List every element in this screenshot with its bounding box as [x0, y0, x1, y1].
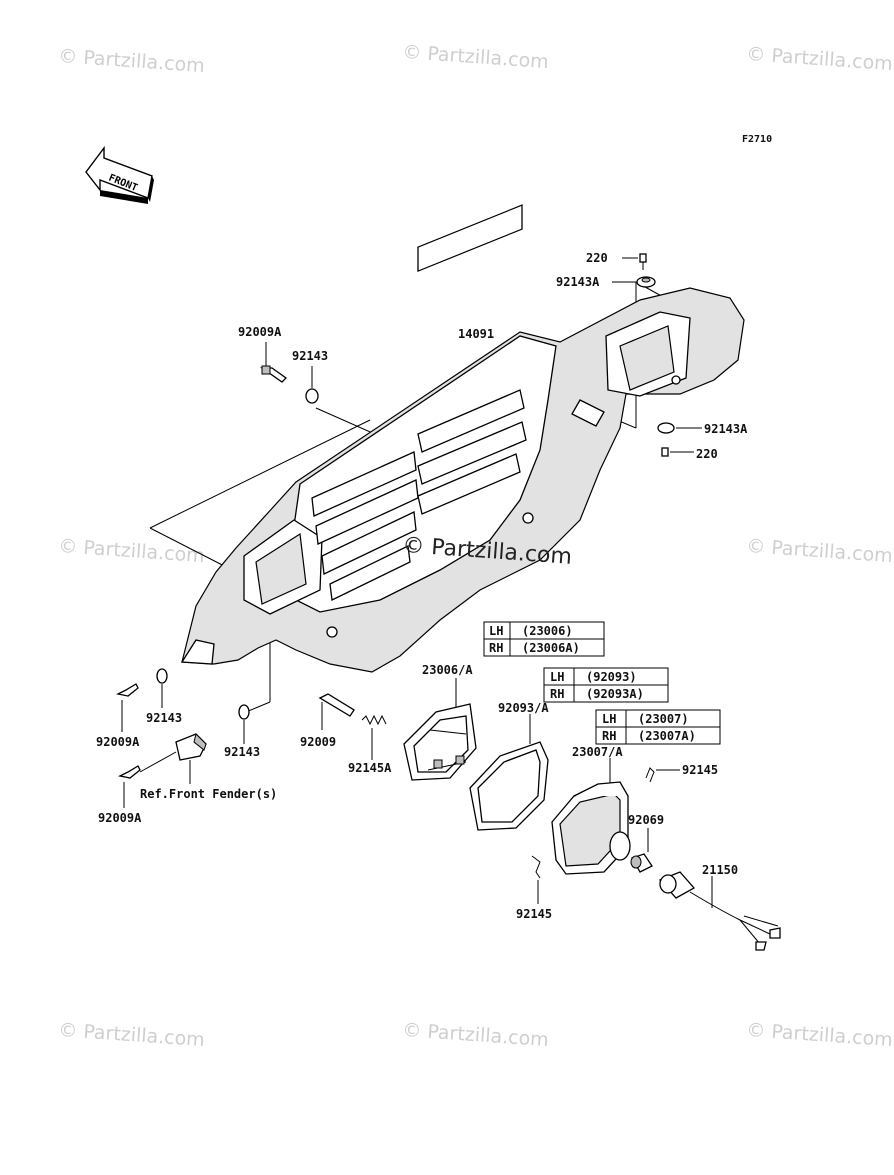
watermark: © Partzilla.com: [58, 1019, 206, 1051]
label-92145-bottom: 92145: [516, 907, 552, 921]
bolt-92009: [318, 693, 355, 730]
watermark: © Partzilla.com: [58, 45, 206, 77]
label-21150: 21150: [702, 863, 738, 877]
label-92145-right: 92145: [682, 763, 718, 777]
table-23006-lh-label: LH: [489, 624, 503, 638]
bulb-92069: [630, 828, 653, 873]
label-92009A-top: 92009A: [238, 325, 282, 339]
table-23007-rh-value: (23007A): [638, 729, 696, 743]
bolt-92009A-mid: [116, 683, 139, 732]
headlight-frame-23006A: [403, 678, 477, 781]
grommet-92143A-mid: [657, 422, 702, 434]
label-ref-front-fender: Ref.Front Fender(s): [140, 787, 277, 801]
table-92093-lh-value: (92093): [586, 670, 637, 684]
watermark: © Partzilla.com: [402, 1019, 550, 1051]
grommet-92143A-top: [612, 276, 656, 288]
washer-92143-left: [156, 668, 168, 708]
label-92143A-top: 92143A: [556, 275, 600, 289]
watermark: © Partzilla.com: [746, 1019, 894, 1051]
label-92009A-bottom: 92009A: [98, 811, 142, 825]
watermark: © Partzilla.com: [58, 535, 206, 567]
label-23007A: 23007/A: [572, 745, 623, 759]
label-23006A: 23006/A: [422, 663, 473, 677]
label-14091: 14091: [458, 327, 494, 341]
washer-92143-top: [305, 366, 319, 404]
label-92143-left: 92143: [146, 711, 182, 725]
table-92093: LH (92093) RH (92093A): [543, 667, 669, 703]
table-92093-rh-label: RH: [550, 687, 564, 701]
front-arrow-icon: FRONT: [85, 145, 154, 204]
watermark: © Partzilla.com: [746, 535, 894, 567]
part-labels: 220 92143A 14091 92009A 92143 92143A 220…: [96, 251, 748, 921]
bolt-220-top: [622, 253, 647, 270]
spring-92145A: [361, 714, 387, 760]
bracket-ref-fender: [139, 733, 207, 784]
clip-92145-bottom: [531, 855, 541, 904]
label-92093A: 92093/A: [498, 701, 549, 715]
table-23006-rh-value: (23006A): [522, 641, 580, 655]
table-23006: LH (23006) RH (23006A): [483, 621, 605, 657]
table-23007-lh-label: LH: [602, 712, 616, 726]
clip-92145-right: [645, 767, 680, 783]
bolt-220-mid: [661, 447, 694, 457]
figure-code: F2710: [742, 134, 772, 145]
table-23006-lh-value: (23006): [522, 624, 573, 638]
watermark: © Partzilla.com: [402, 41, 550, 73]
table-23007: LH (23007) RH (23007A): [595, 709, 721, 745]
headlight-unit-23007A: [551, 758, 631, 875]
seal-ring-92093A: [469, 714, 549, 831]
watermark: © Partzilla.com: [746, 43, 894, 75]
label-92143-top: 92143: [292, 349, 328, 363]
label-220-mid: 220: [696, 447, 718, 461]
table-23006-rh-label: RH: [489, 641, 503, 655]
table-23007-rh-label: RH: [602, 729, 616, 743]
bolt-92009A-top: [259, 342, 288, 383]
label-92143A-mid: 92143A: [704, 422, 748, 436]
label-92009A-mid: 92009A: [96, 735, 140, 749]
socket-harness-21150: [658, 871, 781, 951]
label-220-top: 220: [586, 251, 608, 265]
front-panel-14091: [180, 204, 745, 673]
label-92009: 92009: [300, 735, 336, 749]
table-92093-lh-label: LH: [550, 670, 564, 684]
label-92145A: 92145A: [348, 761, 392, 775]
bolt-92009A-bottom: [118, 765, 141, 808]
washer-92143-mid: [238, 704, 250, 744]
table-23007-lh-value: (23007): [638, 712, 689, 726]
table-92093-rh-value: (92093A): [586, 687, 644, 701]
label-92143-mid: 92143: [224, 745, 260, 759]
label-92069: 92069: [628, 813, 664, 827]
